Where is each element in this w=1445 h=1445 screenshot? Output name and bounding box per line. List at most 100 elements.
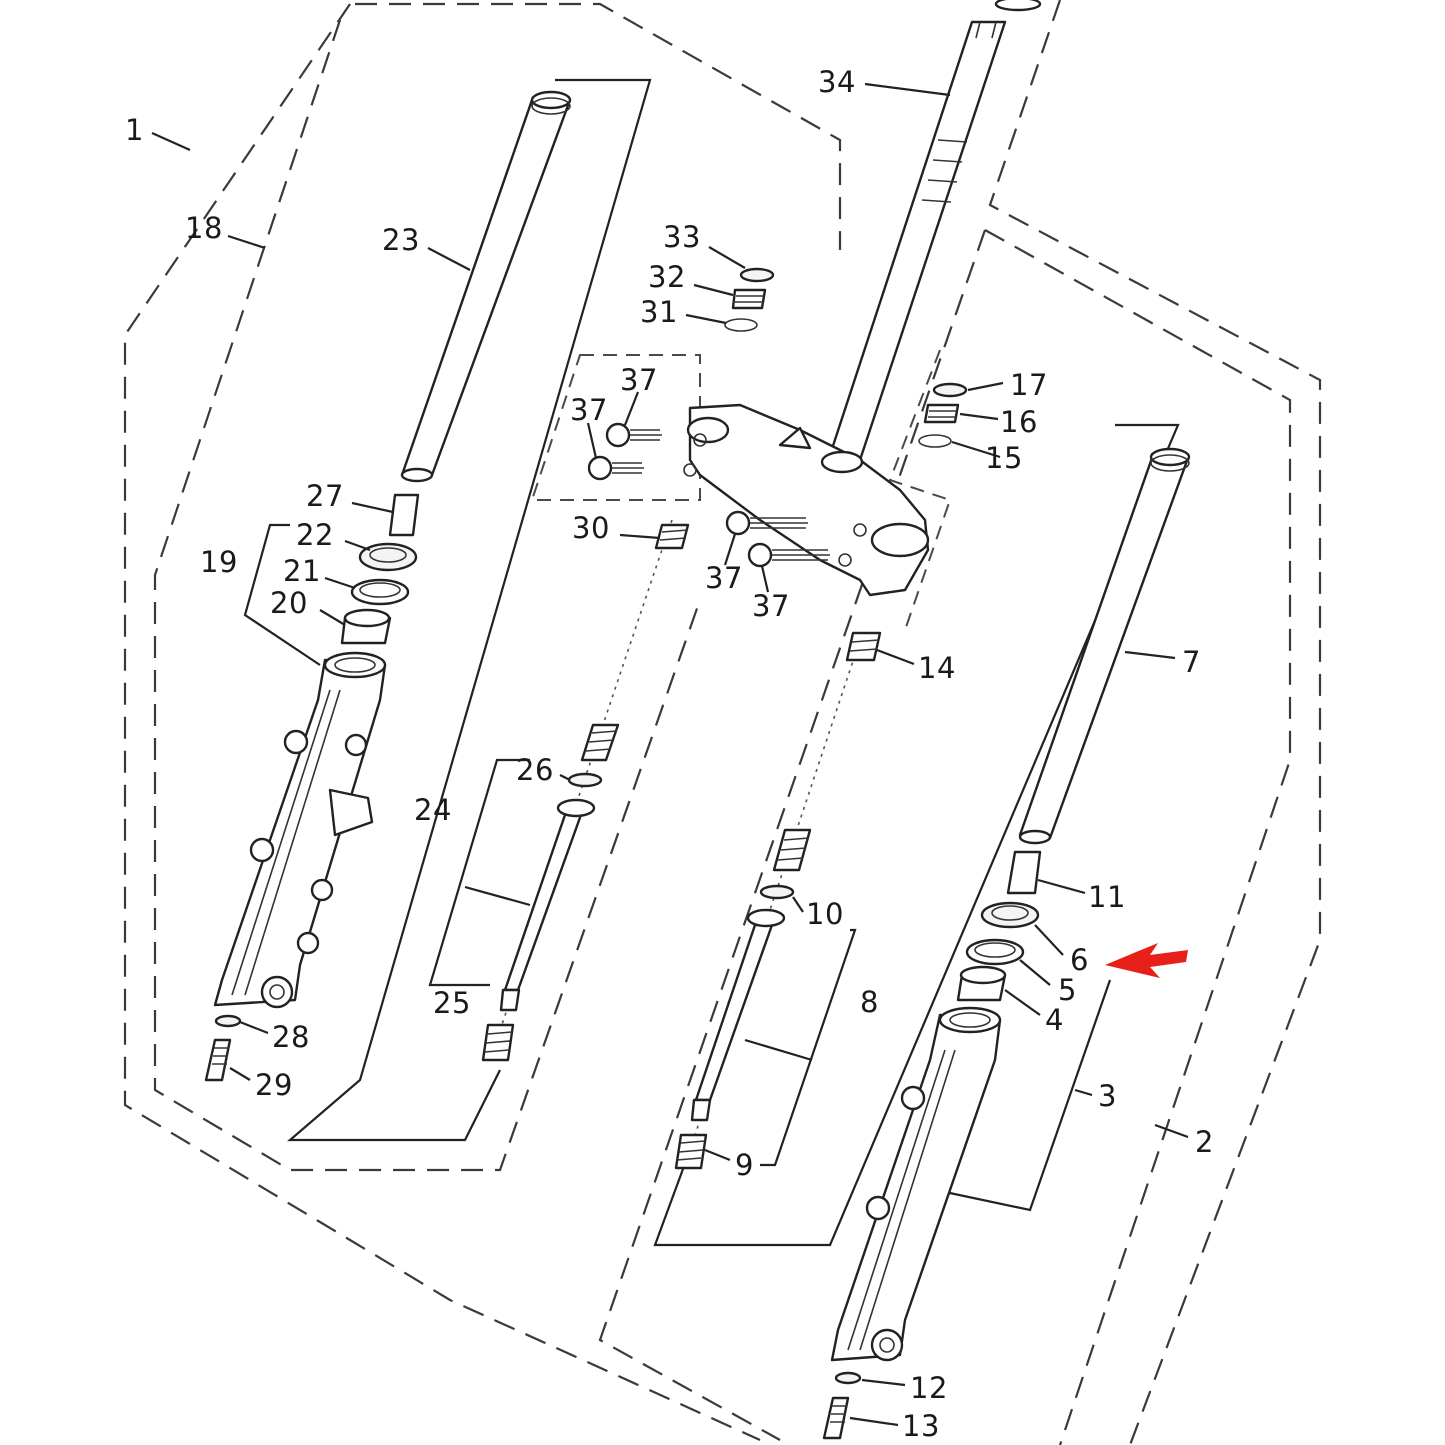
pinch-bolts [587,422,830,568]
red-arrow-icon [1105,943,1188,978]
outer-tube-19-lug2 [344,733,368,757]
label-28: 28 [272,1020,310,1054]
bolt-37-d-shaft [772,549,830,561]
label-14: 14 [918,651,956,685]
bracket-tube-7 [653,423,1180,1247]
bracket-19 [243,523,321,666]
bracket-24 [428,758,530,987]
label-12: 12 [910,1371,948,1405]
bracket-3 [944,979,1112,1212]
crown-hole-3 [853,523,867,537]
outer-tube-19-axle-hole [269,984,285,1000]
crown-hole-4 [838,553,852,567]
leader-33 [708,246,746,269]
leader-14 [876,648,915,666]
damper-rod-8-head [746,908,786,928]
outer-tube-3-top-inner [949,1012,991,1028]
leader-21 [324,576,356,590]
leader-26 [559,774,571,781]
label-29: 29 [255,1068,293,1102]
label-7: 7 [1182,645,1201,679]
outer-tube-3-lug2 [865,1195,891,1221]
inner-tube-23 [400,98,572,477]
label-27: 27 [306,479,344,513]
bolt-29 [204,1038,232,1082]
spring-30-coils [659,529,689,541]
cap-bolt-32-thread [735,295,764,303]
damper-rod-8-tip [690,1098,712,1122]
leader-4 [1004,989,1041,1016]
part-labels: 1 18 23 34 33 32 31 37 37 17 16 15 27 22… [125,65,1213,1443]
washer-4-top [959,965,1007,985]
label-11: 11 [1088,880,1126,914]
group-outlines [123,0,1322,1445]
bracket-8-tick [744,1038,813,1062]
label-21: 21 [283,554,321,588]
label-20: 20 [270,586,308,620]
outline-assembly-2 [988,0,1322,1445]
guide-bush-11 [1006,850,1042,895]
inner-tube-7-top-ring [1150,454,1190,472]
outer-tube-19-lug5 [296,931,320,955]
outer-tube-19-lug4 [310,878,334,902]
bolt-37-c-shaft [750,517,808,529]
spring-14-coils [849,639,880,652]
spring-9-coils [676,1140,706,1161]
crown-bracket [688,403,930,597]
clip-21-inner [359,582,401,598]
cap-parts [724,267,968,448]
damper-rod-24-tip [499,988,521,1012]
oil-seal-22-inner [369,547,407,563]
oil-seal-6-inner [991,905,1029,921]
inner-tube-7-bottom [1018,829,1052,845]
outer-tube-3-top [938,1006,1002,1034]
leader-32 [693,283,734,297]
leader-30 [619,533,661,540]
outer-tube-3-rib [847,1049,946,1351]
crown-left-boss [686,416,730,444]
label-9: 9 [735,1148,754,1182]
cap-bolt-16-thread [928,410,957,418]
label-3: 3 [1098,1079,1117,1113]
outline-assembly-2-inner [598,229,987,1441]
label-37-b: 37 [570,393,608,427]
leader-23 [427,247,471,271]
clip-5-inner [974,942,1016,958]
steering-stem-34-slot [975,21,997,39]
leader-lines [151,82,1189,1427]
outline-bracket-37 [530,354,701,501]
label-33: 33 [663,220,701,254]
label-4: 4 [1045,1003,1064,1037]
bolt-37-d-head [747,542,773,568]
cap-bolt-16 [923,403,960,424]
outer-tube-19-axle [260,975,294,1009]
bolt-37-a-head [605,422,631,448]
label-25: 25 [433,986,471,1020]
clip-5 [965,938,1025,966]
leader-13 [849,1416,899,1427]
leader-22 [344,539,371,552]
spring-30 [654,523,690,550]
label-31: 31 [640,295,678,329]
leader-9 [704,1148,731,1162]
group-brackets [243,78,1180,1247]
label-17: 17 [1010,368,1048,402]
leader-11 [1037,878,1086,895]
leader-17 [967,381,1004,392]
label-22: 22 [296,518,334,552]
leader-37c [723,533,737,566]
crown-right-boss [870,522,930,558]
label-37-a: 37 [620,363,658,397]
leader-31 [685,313,727,325]
label-26: 26 [516,753,554,787]
label-19: 19 [200,545,238,579]
stem-top-nut [994,0,1042,12]
right-damper-dotted-axis [689,639,861,1151]
label-23: 23 [382,223,420,257]
label-24: 24 [414,793,452,827]
leader-29 [229,1067,251,1081]
outline-bracket-14 [888,349,952,631]
outer-tube-3-lug1 [900,1085,926,1111]
outer-tube-3-axle-hole [879,1337,895,1353]
crown-hole-2 [683,463,697,477]
